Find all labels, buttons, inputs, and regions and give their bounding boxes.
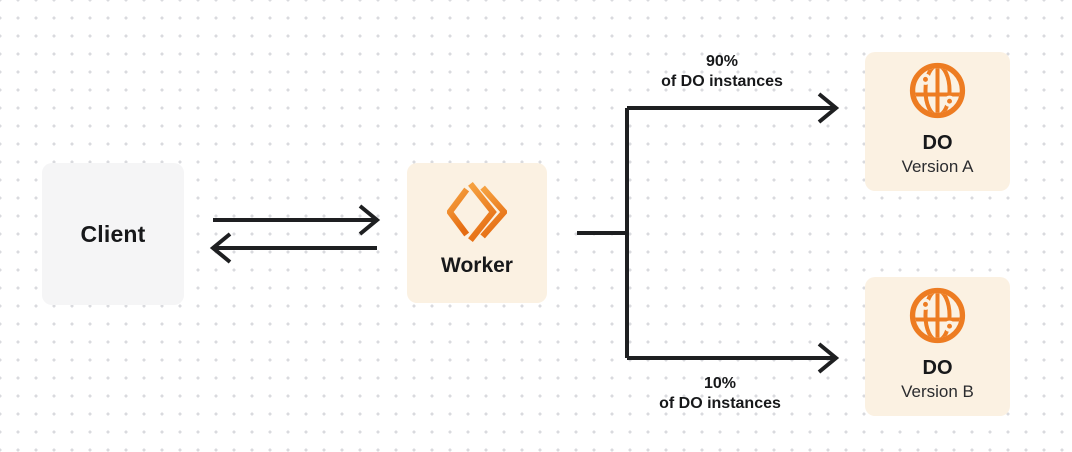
edge-label-percent: 90% [705, 53, 739, 70]
node-do-version-b: DO Version B [865, 277, 1010, 416]
worker-label: Worker [441, 254, 513, 277]
worker-icon [447, 181, 507, 243]
arrowhead-right-icon [358, 204, 381, 236]
node-client: Client [42, 163, 184, 305]
node-worker: Worker [407, 163, 547, 303]
arrowhead-to-do-a-icon [817, 92, 840, 124]
node-do-version-a: DO Version A [865, 52, 1010, 191]
edge-label-90-percent: 90% of DO instances [612, 52, 832, 92]
branch-connector [577, 106, 835, 360]
arrowhead-left-icon [209, 232, 232, 264]
edge-label-percent: 10% [703, 375, 737, 392]
client-label: Client [80, 220, 146, 247]
do-b-title: DO [922, 357, 953, 379]
arrowhead-to-do-b-icon [817, 342, 840, 374]
do-a-title: DO [922, 132, 953, 154]
edge-label-10-percent: 10% of DO instances [610, 374, 830, 414]
do-b-subtitle: Version B [901, 382, 974, 401]
do-a-subtitle: Version A [901, 157, 974, 176]
edge-label-caption: of DO instances [661, 73, 783, 90]
globe-icon [909, 287, 966, 344]
edge-label-caption: of DO instances [659, 395, 781, 412]
globe-icon [909, 62, 966, 119]
